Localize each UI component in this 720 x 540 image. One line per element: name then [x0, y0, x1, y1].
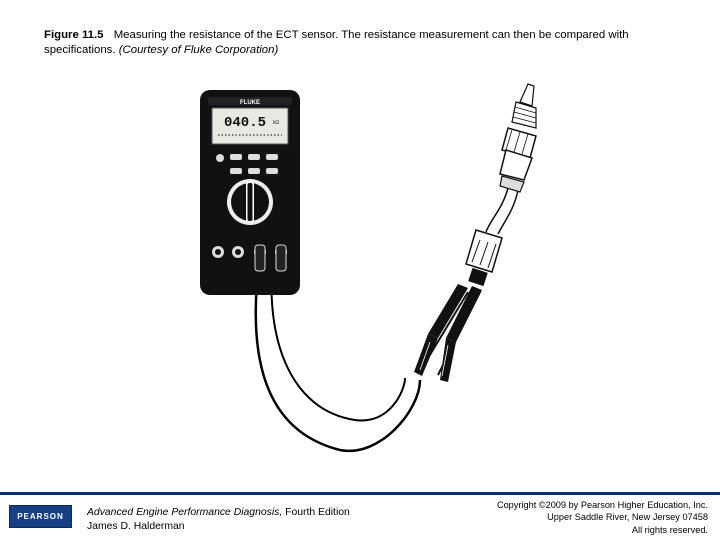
figure-number: Figure 11.5 [44, 29, 104, 41]
copyright-line-1: Copyright ©2009 by Pearson Higher Educat… [496, 500, 708, 510]
black-lead-wire [270, 271, 406, 422]
copyright-line-2: Upper Saddle River, New Jersey 07458 [547, 512, 708, 523]
caption-credit: (Courtesy of Fluke Corporation) [118, 44, 279, 56]
book-author: James D. Halderman [87, 521, 185, 532]
book-edition: Fourth Edition [282, 507, 350, 518]
test-probes [414, 284, 482, 382]
ect-sensor [465, 83, 537, 287]
meter-brand: FLUKE [240, 100, 260, 106]
book-citation: Advanced Engine Performance Diagnosis, F… [87, 506, 350, 534]
ect-sensor-illustration: FLUKE 040.5 kΩ [200, 83, 537, 453]
copyright-line-3: All rights reserved. [631, 524, 708, 535]
footer-bar [0, 492, 720, 495]
figure-caption: Figure 11.5 Measuring the resistance of … [44, 28, 684, 58]
copyright-notice: Copyright ©2009 by Pearson Higher Educat… [497, 499, 708, 536]
multimeter: FLUKE 040.5 kΩ [200, 90, 300, 295]
book-title: Advanced Engine Performance Diagnosis, [87, 507, 283, 518]
pearson-logo: PEARSON [9, 505, 72, 528]
logo-text: PEARSON [17, 512, 64, 521]
meter-display-value: 040.5 [224, 115, 266, 131]
red-lead-wire [254, 271, 422, 453]
meter-display-unit: kΩ [273, 120, 280, 126]
caption-text: Measuring the resistance of the ECT sens… [44, 29, 629, 56]
